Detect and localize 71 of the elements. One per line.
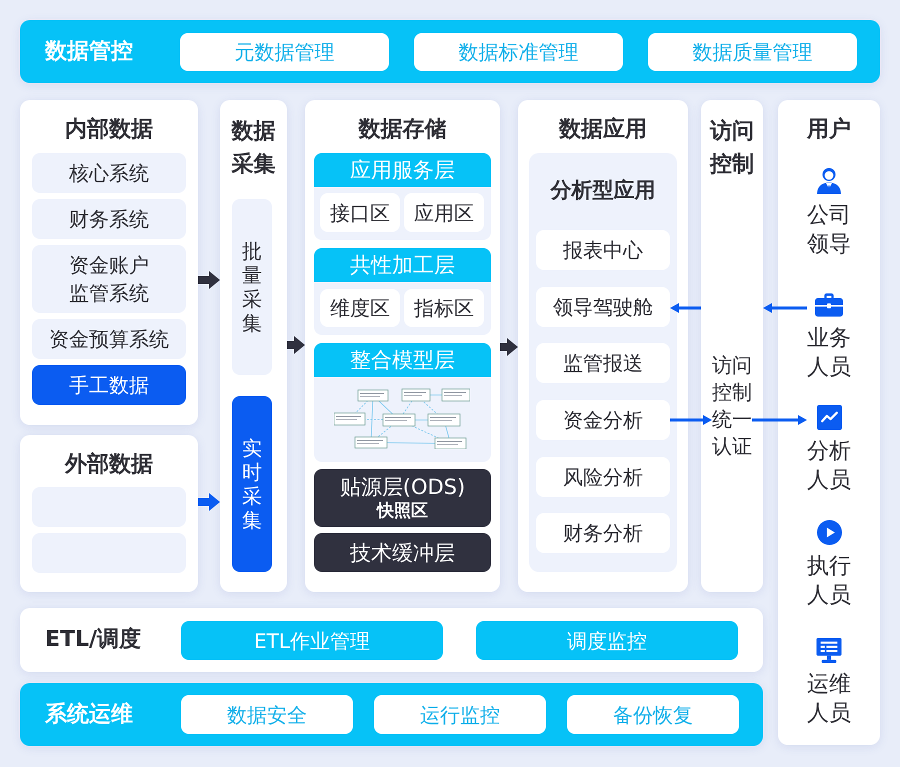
block-arrow [500,338,518,356]
governance-item: 元数据管理 [180,33,389,71]
layer-title: 贴源层(ODS) [340,474,466,500]
source-system-item: 手工数据 [32,365,186,405]
storage-layer [314,248,491,335]
etl-item: 调度监控 [476,621,738,660]
source-system-item: 资金账户监管系统 [32,245,186,313]
panel-title: 数据采集 [232,118,276,179]
etl-band [20,608,763,672]
panel-title: 外部数据 [65,451,153,479]
base-layer-block [314,469,491,527]
user-role-label: 运维人员 [807,671,851,728]
collection-panel [220,100,287,592]
panel-title: 数据存储 [358,116,446,144]
zone-item: 应用区 [404,193,484,232]
source-panel [20,100,198,425]
band-title: 系统运维 [45,700,133,728]
storage-layer [314,343,491,462]
collection-mode-item: 实时采集 [232,396,272,572]
operations-band [20,683,763,746]
source-system-item: 财务系统 [32,199,186,239]
layer-subtitle: 快照区 [377,500,428,522]
layer-header: 整合模型层 [314,343,491,377]
block-arrow [198,493,220,511]
analysis-app-group [529,153,677,572]
band-title: ETL/调度 [45,626,142,654]
application-item: 资金分析 [536,400,670,440]
panel-title: 访问控制 [710,118,754,179]
application-item: 风险分析 [536,457,670,497]
application-item: 财务分析 [536,513,670,553]
application-item: 报表中心 [536,230,670,270]
arrow [763,303,807,313]
governance-item: 数据标准管理 [414,33,623,71]
user-role-label: 业务人员 [807,325,851,382]
operations-item: 运行监控 [374,695,546,734]
access-control-label: 访问控制统一认证 [712,352,752,460]
user-role-label: 分析人员 [807,438,851,495]
access-control-panel [701,100,763,592]
zone-item: 指标区 [404,289,484,327]
group-title: 分析型应用 [550,177,656,204]
zone-item: 维度区 [320,289,400,327]
block-arrow [287,336,305,354]
source-system-item: 核心系统 [32,153,186,193]
storage-panel [305,100,500,592]
panel-title: 用户 [807,116,851,144]
collection-mode-item: 批量采集 [232,199,272,375]
band-title: 数据管控 [45,38,133,66]
application-panel [518,100,688,592]
operations-item: 数据安全 [181,695,353,734]
block-arrow [198,271,220,289]
user-panel [778,100,880,745]
arrow [670,303,701,313]
application-item: 监管报送 [536,343,670,383]
arrow [752,415,807,425]
application-item: 领导驾驶舱 [536,287,670,327]
user-role-label: 执行人员 [807,553,851,610]
zone-item: 接口区 [320,193,400,232]
panel-title: 内部数据 [65,116,153,144]
layer-header: 应用服务层 [314,153,491,187]
source-panel [20,435,198,592]
governance-item: 数据质量管理 [648,33,857,71]
storage-layer [314,153,491,240]
data-governance-band [20,20,880,83]
layer-header: 共性加工层 [314,248,491,282]
arrow [670,415,712,425]
etl-item: ETL作业管理 [181,621,443,660]
user-role-label: 公司领导 [807,202,851,259]
source-system-item: 资金预算系统 [32,319,186,359]
operations-item: 备份恢复 [567,695,739,734]
panel-title: 数据应用 [559,116,647,144]
base-layer-block: 技术缓冲层 [314,533,491,572]
